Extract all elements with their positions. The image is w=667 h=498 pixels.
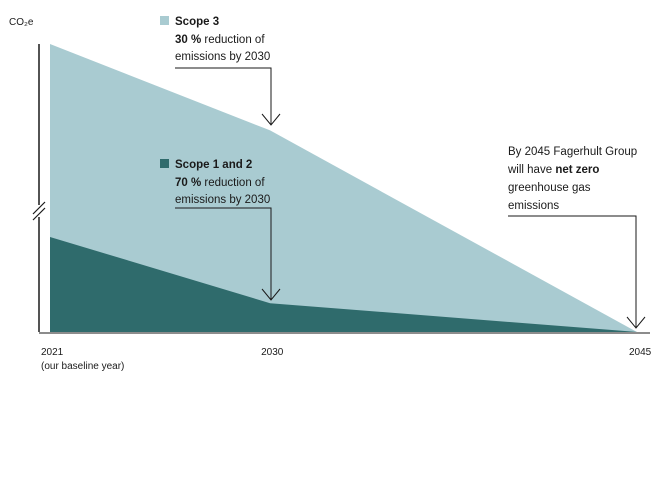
annotation-line2-scope-1-and-2: emissions by 2030 xyxy=(175,194,270,206)
net-zero-line-2-plain: will have xyxy=(507,164,555,176)
net-zero-line-1: By 2045 Fagerhult Group xyxy=(508,146,637,158)
annotation-percent-scope-3: 30 % xyxy=(175,34,201,46)
arrow-net-zero xyxy=(508,215,637,328)
annotation-line-scope-1-and-2: 70 % reduction of xyxy=(175,177,265,189)
legend-title-scope-3: Scope 3 xyxy=(175,16,219,28)
arrow-scope-1-and-2 xyxy=(175,207,272,300)
area-scope-3 xyxy=(50,44,637,332)
annotation-percent-scope-1-and-2: 70 % xyxy=(175,177,201,189)
annotation-rest-scope-3: reduction of xyxy=(201,34,265,46)
net-zero-line-2: will have net zero xyxy=(507,164,599,176)
x-tick-label-2021: 2021 xyxy=(41,347,64,358)
net-zero-line-3: greenhouse gas xyxy=(508,182,591,194)
annotation-line2-scope-3: emissions by 2030 xyxy=(175,51,270,63)
arrowhead-scope-3 xyxy=(261,113,281,126)
axis-break-mark-2 xyxy=(32,207,46,221)
legend-title-scope-1-and-2: Scope 1 and 2 xyxy=(175,159,252,171)
legend-swatch-scope-3 xyxy=(160,16,169,25)
x-tick-label-2030: 2030 xyxy=(261,347,284,358)
arrow-scope-3 xyxy=(175,67,272,125)
arrowhead-net-zero xyxy=(626,316,646,329)
net-zero-line-2-bold: net zero xyxy=(555,164,599,176)
net-zero-line-4: emissions xyxy=(508,200,559,212)
annotation-rest-scope-1-and-2: reduction of xyxy=(201,177,265,189)
annotation-line-scope-3: 30 % reduction of xyxy=(175,34,265,46)
legend-swatch-scope-1-and-2 xyxy=(160,159,169,168)
area-scope-1-and-2 xyxy=(50,236,637,332)
x-tick-sublabel: (our baseline year) xyxy=(41,361,124,372)
x-tick-label-2045: 2045 xyxy=(629,347,652,358)
arrowhead-scope-1-and-2 xyxy=(261,288,281,301)
y-axis-unit-label: CO₂e xyxy=(9,17,34,28)
axis-break-mark-1 xyxy=(32,201,46,215)
